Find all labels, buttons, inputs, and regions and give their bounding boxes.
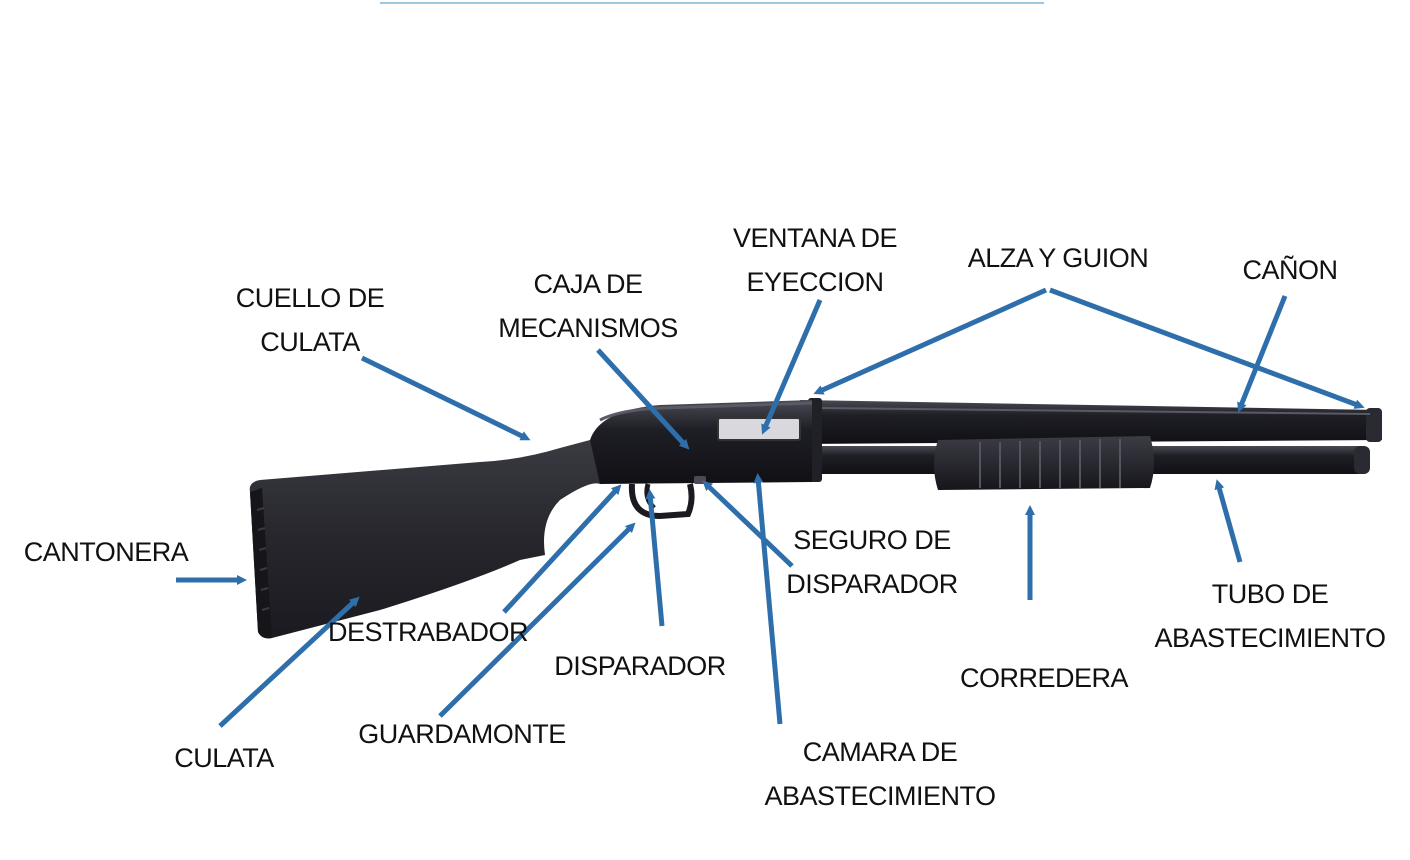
arrow-cuello-culata <box>360 355 531 441</box>
barrel-highlight <box>821 407 1371 415</box>
arrow-guardamonte <box>438 522 636 718</box>
label-cantonera: CANTONERA <box>23 537 189 567</box>
label-cuello-de-culata: CUELLO DE CULATA <box>235 283 385 357</box>
arrow-caja-mecanismos <box>596 348 690 450</box>
ejection-port <box>717 417 801 441</box>
label-tubo-de-abastecimiento: TUBO DE ABASTECIMIENTO <box>1154 579 1386 653</box>
arrow-alza-guion-right <box>1049 287 1365 409</box>
label-ventana-de-eyeccion: VENTANA DE EYECCION <box>732 223 898 297</box>
arrow-ventana-eyeccion <box>761 299 823 435</box>
label-guardamonte: GUARDAMONTE <box>358 719 566 749</box>
stock <box>249 440 600 639</box>
label-caja-de-mecanismos: CAJA DE MECANISMOS <box>498 269 678 343</box>
arrow-destrabador <box>502 484 622 614</box>
arrow-alza-guion-left <box>813 287 1048 395</box>
recoil-pad-ridges <box>256 507 270 611</box>
arrow-tubo-abastecimiento <box>1214 479 1243 563</box>
callout-arrows <box>176 287 1365 728</box>
barrel <box>800 400 1382 444</box>
barrel-muzzle <box>1366 408 1382 442</box>
arrow-canon <box>1237 295 1288 413</box>
shotgun-illustration <box>249 398 1382 639</box>
arrow-culata <box>218 596 360 728</box>
label-corredera: CORREDERA <box>959 663 1129 693</box>
top-divider-line <box>380 2 1044 4</box>
label-destrabador: DESTRABADOR <box>327 617 529 647</box>
tube-cap <box>1354 446 1370 474</box>
arrow-seguro-disparador <box>702 480 794 568</box>
label-seguro-de-disparador: SEGURO DE DISPARADOR <box>786 525 958 599</box>
arrow-disparador <box>645 489 665 627</box>
label-alza-y-guion: ALZA Y GUION <box>967 243 1149 273</box>
label-camara-de-abastecimiento: CAMARA DE ABASTECIMIENTO <box>764 737 996 811</box>
label-canon: CAÑON <box>1242 255 1338 285</box>
label-disparador: DISPARADOR <box>554 651 726 681</box>
label-culata: CULATA <box>174 743 274 773</box>
safety-button <box>694 476 706 484</box>
arrow-camara-abastecimiento <box>753 473 783 725</box>
recoil-pad <box>250 488 272 639</box>
pump-grooves <box>979 439 1121 488</box>
trigger-guard <box>628 483 695 520</box>
receiver-highlight <box>599 401 813 422</box>
